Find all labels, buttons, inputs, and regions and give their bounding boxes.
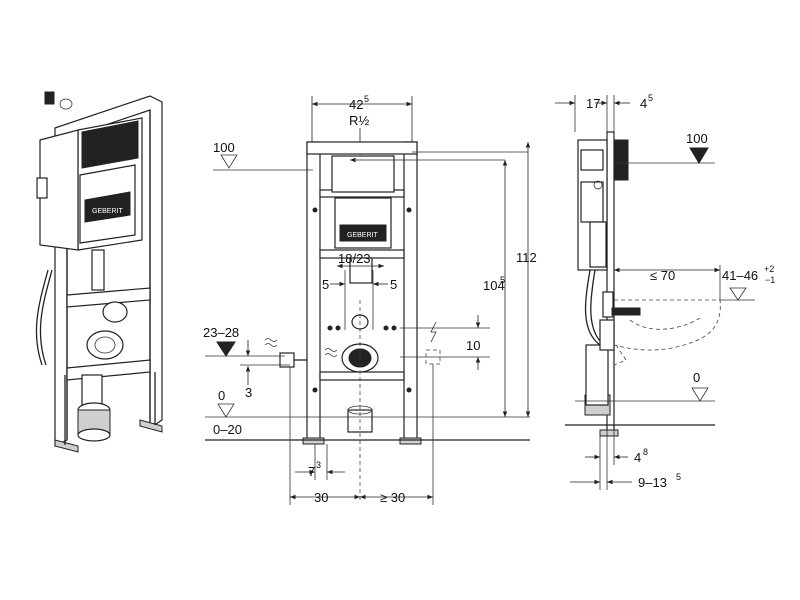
connection-label: R½ bbox=[349, 113, 369, 128]
side-level-floor: 0 bbox=[565, 370, 715, 426]
fixing-holes bbox=[312, 207, 412, 393]
height-inner-label: 104 bbox=[483, 278, 505, 293]
level-top-marker: 100 bbox=[213, 140, 313, 171]
pos-a-label: 7 bbox=[308, 464, 315, 479]
side-view: 17 4 5 100 bbox=[555, 93, 775, 490]
screw-part bbox=[44, 91, 73, 110]
water-supply bbox=[264, 338, 338, 368]
foot-label: 4 bbox=[634, 450, 641, 465]
side-drain-pipe bbox=[585, 344, 609, 406]
bowl-reach-label: ≤ 70 bbox=[650, 268, 675, 283]
pipe-gap-label: 3 bbox=[245, 385, 252, 400]
iso-hose-inner bbox=[39, 269, 53, 366]
height-total-label: 112 bbox=[516, 250, 537, 265]
side-level-floor-label: 0 bbox=[693, 370, 700, 385]
floor-range-label: 0–20 bbox=[213, 422, 242, 437]
dist-left-label: 30 bbox=[314, 490, 328, 505]
electric-height-label: 10 bbox=[466, 338, 480, 353]
depth-right-label: 4 bbox=[640, 96, 647, 111]
iso-brand-label: GEBERIT bbox=[92, 208, 123, 215]
wall-range-sup: 5 bbox=[676, 472, 681, 482]
bowl-level-marker bbox=[729, 287, 747, 301]
front-drain bbox=[341, 300, 379, 500]
bowl-height-label: 41–46 bbox=[722, 268, 758, 283]
front-frame bbox=[302, 141, 422, 445]
iso-hose bbox=[35, 269, 49, 366]
level-floor-marker: 0 0–20 bbox=[205, 388, 530, 441]
level-pipe-label: 23–28 bbox=[203, 325, 239, 340]
front-view: 42 5 R½ GEBERIT 18/23 5 5 bbox=[203, 94, 537, 505]
flush-spacing-label: 18/23 bbox=[338, 251, 371, 266]
bowl-height-sup: +2 bbox=[764, 264, 774, 274]
level-pipe-marker: 23–28 3 bbox=[203, 325, 290, 400]
wall-range-label: 9–13 bbox=[638, 475, 667, 490]
side-level-top-label: 100 bbox=[686, 131, 708, 146]
level-floor-label: 0 bbox=[218, 388, 225, 403]
front-brand-label: GEBERIT bbox=[347, 232, 378, 239]
isometric-view: GEBERIT bbox=[35, 91, 163, 453]
pos-a-sup: 3 bbox=[316, 460, 321, 470]
offset-right-label: 5 bbox=[390, 277, 397, 292]
side-hose bbox=[584, 269, 601, 346]
bowl-height-sub: −1 bbox=[765, 275, 775, 285]
iso-cistern: GEBERIT bbox=[36, 117, 143, 251]
foot-sup: 8 bbox=[643, 447, 648, 457]
wc-bowl-outline bbox=[613, 299, 721, 351]
front-cistern: GEBERIT bbox=[331, 155, 395, 284]
iso-frame bbox=[54, 95, 163, 453]
depth-top-label: 17 bbox=[586, 96, 600, 111]
width-top-sup: 5 bbox=[364, 94, 369, 104]
dist-right-label: ≥ 30 bbox=[380, 490, 405, 505]
height-inner-sup: 5 bbox=[500, 275, 505, 285]
depth-right-sup: 5 bbox=[648, 93, 653, 103]
iso-drain-parts bbox=[77, 249, 128, 442]
side-level-top: 100 bbox=[615, 131, 715, 164]
width-top-label: 42 bbox=[349, 97, 363, 112]
level-top-label: 100 bbox=[213, 140, 235, 155]
offset-left-label: 5 bbox=[322, 277, 329, 292]
